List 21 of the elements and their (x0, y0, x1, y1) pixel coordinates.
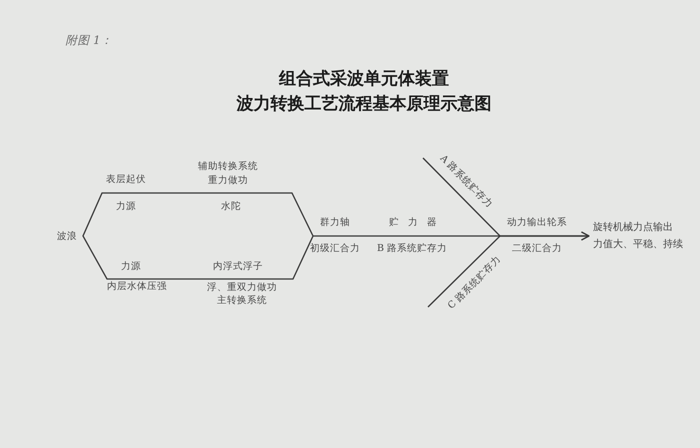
output-text: 旋转机械力点输出力值大、平稳、持续 (590, 219, 683, 253)
note-text: 初级汇合力 (310, 243, 360, 255)
annotation-text: 波浪 (57, 231, 77, 243)
annotation-text: 辅助转换系统重力做功 (198, 160, 258, 188)
edge-label: A 路系统贮存力 (437, 153, 495, 211)
note-text: 贮 力 器 (388, 217, 438, 229)
edge-label: C 路系统贮存力 (446, 254, 504, 312)
figure-label: 附图 1： (66, 34, 112, 46)
node-label: 力源 (116, 201, 136, 213)
title: 组合式采波单元体装置波力转换工艺流程基本原理示意图 (236, 68, 492, 116)
node-label: 力源 (121, 261, 141, 273)
annotation-text: 浮、重双力做功主转换系统 (207, 281, 277, 307)
note-text: 群力轴 (320, 217, 350, 229)
arrow (428, 231, 590, 308)
note-text: 二级汇合力 (512, 243, 562, 255)
annotation-text: 内层水体压强 (107, 281, 167, 293)
annotation-text: 表层起伏 (106, 174, 146, 186)
note-text: 动力输出轮系 (507, 217, 567, 229)
edge-label: B 路系统贮存力 (377, 243, 447, 255)
node-label: 水陀 (221, 201, 241, 213)
node-label: 内浮式浮子 (213, 261, 263, 273)
